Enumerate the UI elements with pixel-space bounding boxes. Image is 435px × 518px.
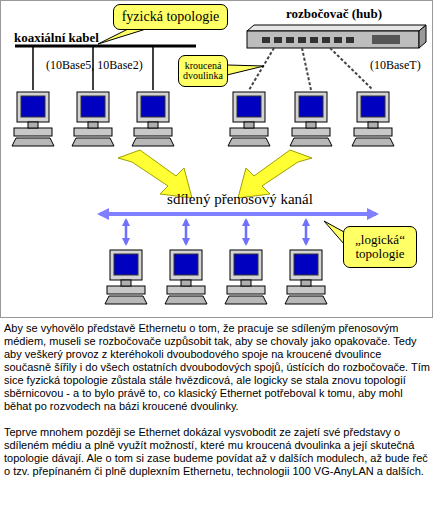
hub-device: rozbočovač (hub): [246, 6, 422, 24]
spec-label: (10Base5, 10Base2): [46, 58, 186, 73]
part-label: koaxiální kabel: [14, 30, 194, 46]
computer: [12, 92, 54, 146]
computer: [72, 92, 114, 146]
computer: [228, 92, 270, 146]
channel-label: sdílený přenosový kanál: [140, 191, 340, 208]
hub-front: [247, 31, 419, 48]
callout-tail: [227, 65, 264, 75]
computer: [225, 250, 267, 304]
node-text: fyzická topologie: [122, 10, 220, 25]
access-arrow: [245, 220, 248, 244]
drop-wire: [32, 46, 34, 90]
hub-side: [419, 25, 426, 48]
computer: [132, 92, 174, 146]
body-paragraph: Teprve mnohem později se Ethernet dokáza…: [4, 426, 431, 478]
hub-top: [247, 25, 426, 31]
twisted-pair: [330, 48, 373, 90]
computer: [352, 92, 394, 146]
hub-ports: [262, 35, 400, 44]
merge-arrow: [118, 150, 192, 198]
merge-arrow: [238, 150, 312, 198]
callout-tail: [324, 221, 344, 244]
body-paragraph: Aby se vyhovělo představě Ethernetu o to…: [4, 322, 431, 413]
access-arrow: [305, 220, 308, 244]
callout-tail: [98, 29, 146, 44]
computer: [285, 250, 327, 304]
node-text: rozbočovač (hub): [286, 6, 382, 22]
access-arrow: [185, 220, 188, 244]
spec-label: (10BaseT): [370, 58, 432, 73]
computer: [290, 92, 332, 146]
callout: fyzická topologie: [113, 4, 228, 30]
node-text: „logická“ topologie: [344, 233, 416, 260]
access-arrow: [125, 220, 128, 244]
node-text: kroucená dvoulinka: [179, 61, 227, 82]
drop-wire: [152, 46, 154, 90]
shared-channel-arrow: [100, 212, 376, 216]
figure-frame: [1, 1, 433, 318]
twisted-pair: [302, 48, 311, 90]
computer: [165, 250, 207, 304]
callout: kroucená dvoulinka: [178, 55, 228, 87]
computer: [105, 250, 147, 304]
callout: „logická“ topologie: [343, 226, 417, 268]
